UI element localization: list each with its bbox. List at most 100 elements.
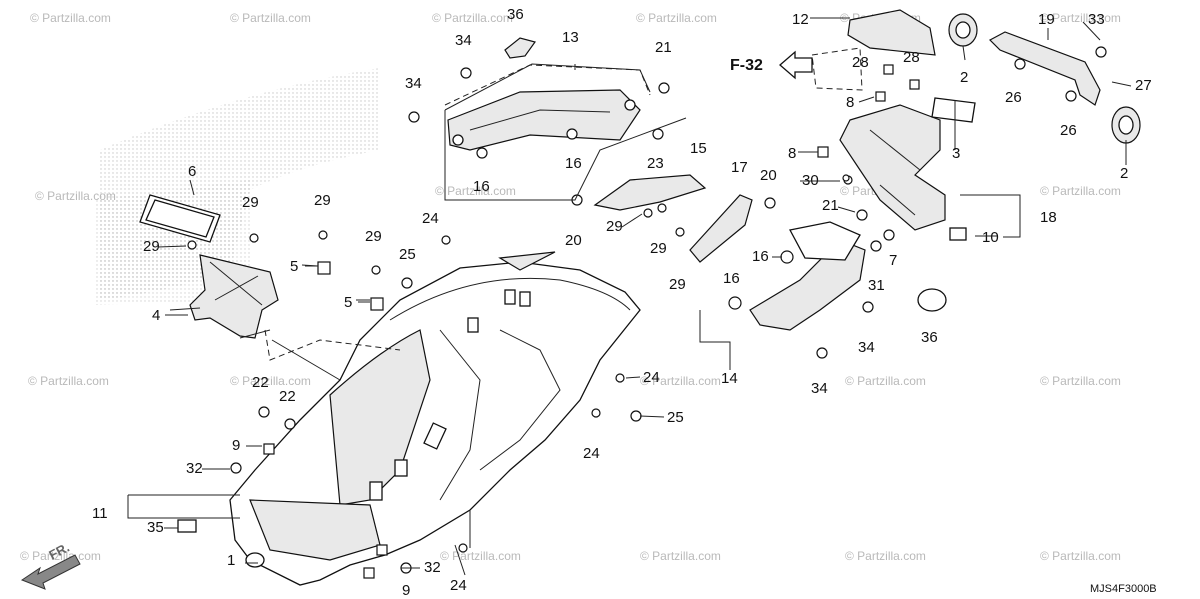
callout-18: 18 xyxy=(1040,209,1057,226)
front-arrow: FR. xyxy=(20,540,81,590)
watermark: © Partzilla.com xyxy=(432,11,513,25)
callout-19: 19 xyxy=(1038,11,1055,28)
callout-15: 15 xyxy=(690,140,707,157)
part-4-bracket xyxy=(189,254,279,339)
callout-21: 21 xyxy=(655,39,672,56)
callout-12: 12 xyxy=(792,11,809,28)
part-13-cover xyxy=(447,89,641,151)
watermark: © Partzilla.com xyxy=(230,374,311,388)
callout-33: 33 xyxy=(1088,11,1105,28)
part-36-cap xyxy=(504,37,947,312)
callout-25: 25 xyxy=(667,409,684,426)
part-rear-fender xyxy=(229,251,641,586)
callout-20: 20 xyxy=(760,167,777,184)
callout-26: 26 xyxy=(1060,122,1077,139)
callout-24: 24 xyxy=(583,445,600,462)
part-17-cover xyxy=(689,194,753,263)
callout-25: 25 xyxy=(399,246,416,263)
watermark: © Partzilla.com xyxy=(20,549,101,563)
watermark: © Partzilla.com xyxy=(640,549,721,563)
callout-29: 29 xyxy=(143,238,160,255)
callout-14: 14 xyxy=(721,370,738,387)
callout-28: 28 xyxy=(852,54,869,71)
watermark: © Partzilla.com xyxy=(845,549,926,563)
callout-16: 16 xyxy=(473,178,490,195)
callout-36: 36 xyxy=(921,329,938,346)
callout-9: 9 xyxy=(402,582,410,599)
watermark: © Partzilla.com xyxy=(1040,374,1121,388)
leader-lines xyxy=(127,17,1127,576)
callout-6: 6 xyxy=(188,163,196,180)
callout-5: 5 xyxy=(344,294,352,311)
watermark: © Partzilla.com xyxy=(35,189,116,203)
diagram-code: MJS4F3000B xyxy=(1090,583,1157,595)
callout-36: 36 xyxy=(507,6,524,23)
callout-23: 23 xyxy=(647,155,664,172)
watermark: © Partzilla.com xyxy=(640,374,721,388)
callout-11: 11 xyxy=(92,505,108,522)
callout-17: 17 xyxy=(731,159,748,176)
callout-29: 29 xyxy=(606,218,623,235)
watermark: © Partzilla.com xyxy=(28,374,109,388)
part-14-cover xyxy=(749,221,866,331)
part-35-pad xyxy=(177,519,197,533)
callout-3: 3 xyxy=(952,145,960,162)
watermark: © Partzilla.com xyxy=(845,374,926,388)
callout-27: 27 xyxy=(1135,77,1152,94)
callout-34: 34 xyxy=(405,75,422,92)
callout-29: 29 xyxy=(365,228,382,245)
callout-16: 16 xyxy=(565,155,582,172)
callout-29: 29 xyxy=(242,194,259,211)
callout-34: 34 xyxy=(858,339,875,356)
callout-26: 26 xyxy=(1005,89,1022,106)
part-6-band xyxy=(139,194,221,243)
callout-22: 22 xyxy=(279,388,296,405)
callout-20: 20 xyxy=(565,232,582,249)
fasteners xyxy=(187,46,1107,579)
part-12-cover xyxy=(847,9,936,56)
callout-34: 34 xyxy=(455,32,472,49)
part-15-cover xyxy=(593,174,707,211)
callout-32: 32 xyxy=(186,460,203,477)
callout-ticks xyxy=(157,21,1132,569)
watermark: © Partzilla.com xyxy=(636,11,717,25)
callout-24: 24 xyxy=(422,210,439,227)
callout-32: 32 xyxy=(424,559,441,576)
watermark: © Partzilla.com xyxy=(30,11,111,25)
callout-35: 35 xyxy=(147,519,164,536)
part-18-bracket xyxy=(839,104,946,231)
callout-2: 2 xyxy=(1120,165,1128,182)
watermark: © Partzilla.com xyxy=(440,549,521,563)
callout-8: 8 xyxy=(846,94,854,111)
watermark: © Partzilla.com xyxy=(230,11,311,25)
callout-22: 22 xyxy=(252,374,269,391)
watermark: © Partzilla.com xyxy=(1040,11,1121,25)
callout-29: 29 xyxy=(669,276,686,293)
callout-1: 1 xyxy=(227,552,235,569)
callout-28: 28 xyxy=(903,49,920,66)
part-3-reflector xyxy=(931,97,976,123)
callout-34: 34 xyxy=(811,380,828,397)
watermark: © Partzilla.com xyxy=(1040,184,1121,198)
callout-16: 16 xyxy=(723,270,740,287)
dashed-lines xyxy=(264,47,863,361)
callout-4: 4 xyxy=(152,307,160,324)
callout-29: 29 xyxy=(650,240,667,257)
callout-24: 24 xyxy=(643,369,660,386)
part-1-rubber xyxy=(245,552,265,568)
part-10-pad xyxy=(949,227,967,241)
callout-9: 9 xyxy=(232,437,240,454)
watermark: © Partzilla.com xyxy=(1040,549,1121,563)
callout-13: 13 xyxy=(562,29,579,46)
callout-5: 5 xyxy=(290,258,298,275)
callout-21: 21 xyxy=(822,197,839,214)
callout-16: 16 xyxy=(752,248,769,265)
reference-label: F-32 xyxy=(730,57,763,74)
callout-7: 7 xyxy=(889,252,897,269)
watermark: © Partzilla.com xyxy=(435,184,516,198)
callout-2: 2 xyxy=(960,69,968,86)
callout-8: 8 xyxy=(788,145,796,162)
part-19-stay xyxy=(989,31,1101,106)
callout-10: 10 xyxy=(982,229,999,246)
